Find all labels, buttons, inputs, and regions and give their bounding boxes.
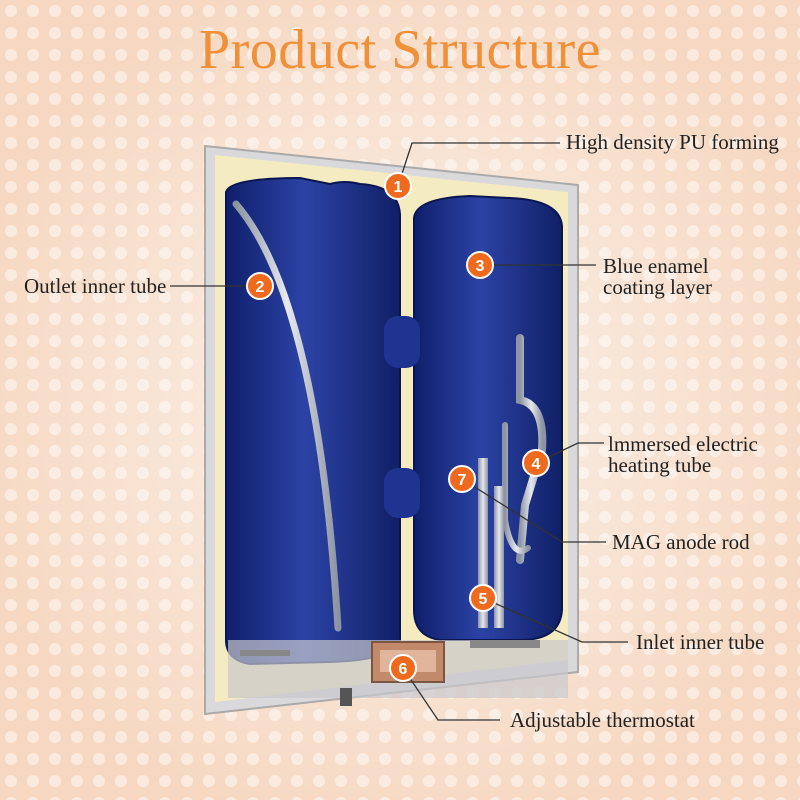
- leader-line-1: [397, 142, 560, 187]
- svg-text:1: 1: [394, 179, 403, 196]
- leader-line-6: [402, 667, 500, 721]
- label-enamel-coating: Blue enamel coating layer: [603, 254, 713, 299]
- label-pu-foam: High density PU forming: [566, 130, 779, 154]
- anode-rod: [478, 458, 488, 628]
- leader-lines: [170, 142, 628, 721]
- tank-connectors: [384, 316, 420, 518]
- leader-line-7: [461, 478, 606, 543]
- label-inlet-tube: Inlet inner tube: [636, 630, 765, 654]
- svg-text:7: 7: [458, 472, 467, 489]
- marker-3: 3: [466, 251, 494, 279]
- page-title: Product Structure: [199, 19, 601, 81]
- outlet-tube: [232, 200, 342, 632]
- leader-line-5: [482, 597, 628, 643]
- svg-text:5: 5: [479, 591, 488, 608]
- marker-6: 6: [389, 654, 417, 682]
- marker-1: 1: [384, 172, 412, 200]
- svg-text:2: 2: [256, 279, 265, 296]
- label-outlet-tube: Outlet inner tube: [24, 274, 167, 298]
- marker-4: 4: [522, 449, 550, 477]
- leader-line-4: [535, 442, 604, 464]
- svg-text:6: 6: [399, 661, 408, 678]
- label-anode-rod: MAG anode rod: [612, 530, 750, 554]
- svg-text:3: 3: [476, 258, 485, 275]
- marker-5: 5: [469, 584, 497, 612]
- label-heating-tube: lmmersed electric heating tube: [608, 432, 758, 477]
- inlet-tube: [494, 486, 504, 628]
- label-thermostat: Adjustable thermostat: [510, 708, 695, 732]
- svg-text:4: 4: [532, 456, 541, 473]
- marker-7: 7: [448, 465, 476, 493]
- marker-2: 2: [246, 272, 274, 300]
- heating-tube: [502, 334, 547, 564]
